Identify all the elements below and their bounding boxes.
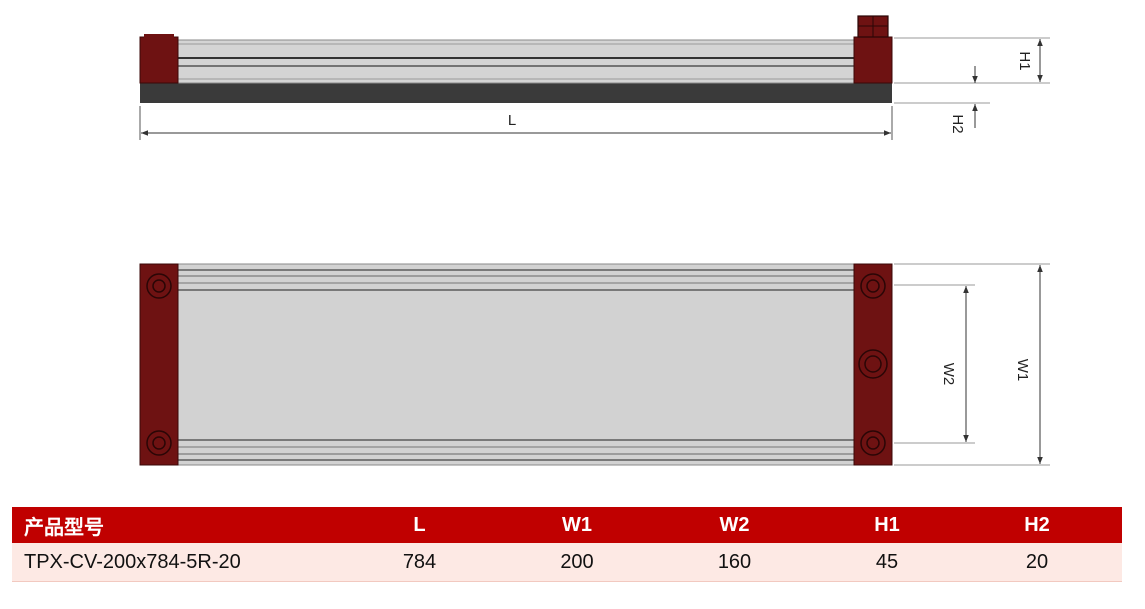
spec-table-header: 产品型号 L W1 W2 H1 H2 — [12, 507, 1122, 543]
cell-w1: 200 — [507, 543, 647, 582]
side-view: L H1 H2 — [139, 15, 1050, 140]
top-left-end-block — [139, 263, 179, 466]
cell-l: 784 — [332, 543, 507, 582]
side-base-plate — [140, 83, 892, 103]
header-h2: H2 — [952, 507, 1122, 543]
cell-h1: 45 — [822, 543, 952, 582]
h2-label: H2 — [949, 114, 966, 133]
header-l: L — [332, 507, 507, 543]
top-view: W2 W1 — [139, 263, 1050, 466]
header-w1: W1 — [507, 507, 647, 543]
spec-table: 产品型号 L W1 W2 H1 H2 TPX-CV-200x784-5R-20 … — [12, 507, 1122, 582]
top-rail-body — [177, 263, 855, 466]
side-rail-body — [177, 39, 855, 84]
header-w2: W2 — [647, 507, 822, 543]
side-right-end-block — [853, 36, 893, 84]
header-h1: H1 — [822, 507, 952, 543]
header-model: 产品型号 — [12, 507, 332, 543]
cell-w2: 160 — [647, 543, 822, 582]
w1-label: W1 — [1014, 359, 1031, 382]
side-left-end-block — [139, 36, 179, 84]
cell-model: TPX-CV-200x784-5R-20 — [12, 543, 332, 582]
product-drawing: L H1 H2 W2 — [139, 15, 1050, 466]
w2-label: W2 — [940, 363, 957, 386]
h1-label: H1 — [1016, 51, 1033, 70]
table-row: TPX-CV-200x784-5R-20 784 200 160 45 20 — [12, 543, 1122, 582]
cell-h2: 20 — [952, 543, 1122, 582]
length-label: L — [508, 112, 516, 129]
